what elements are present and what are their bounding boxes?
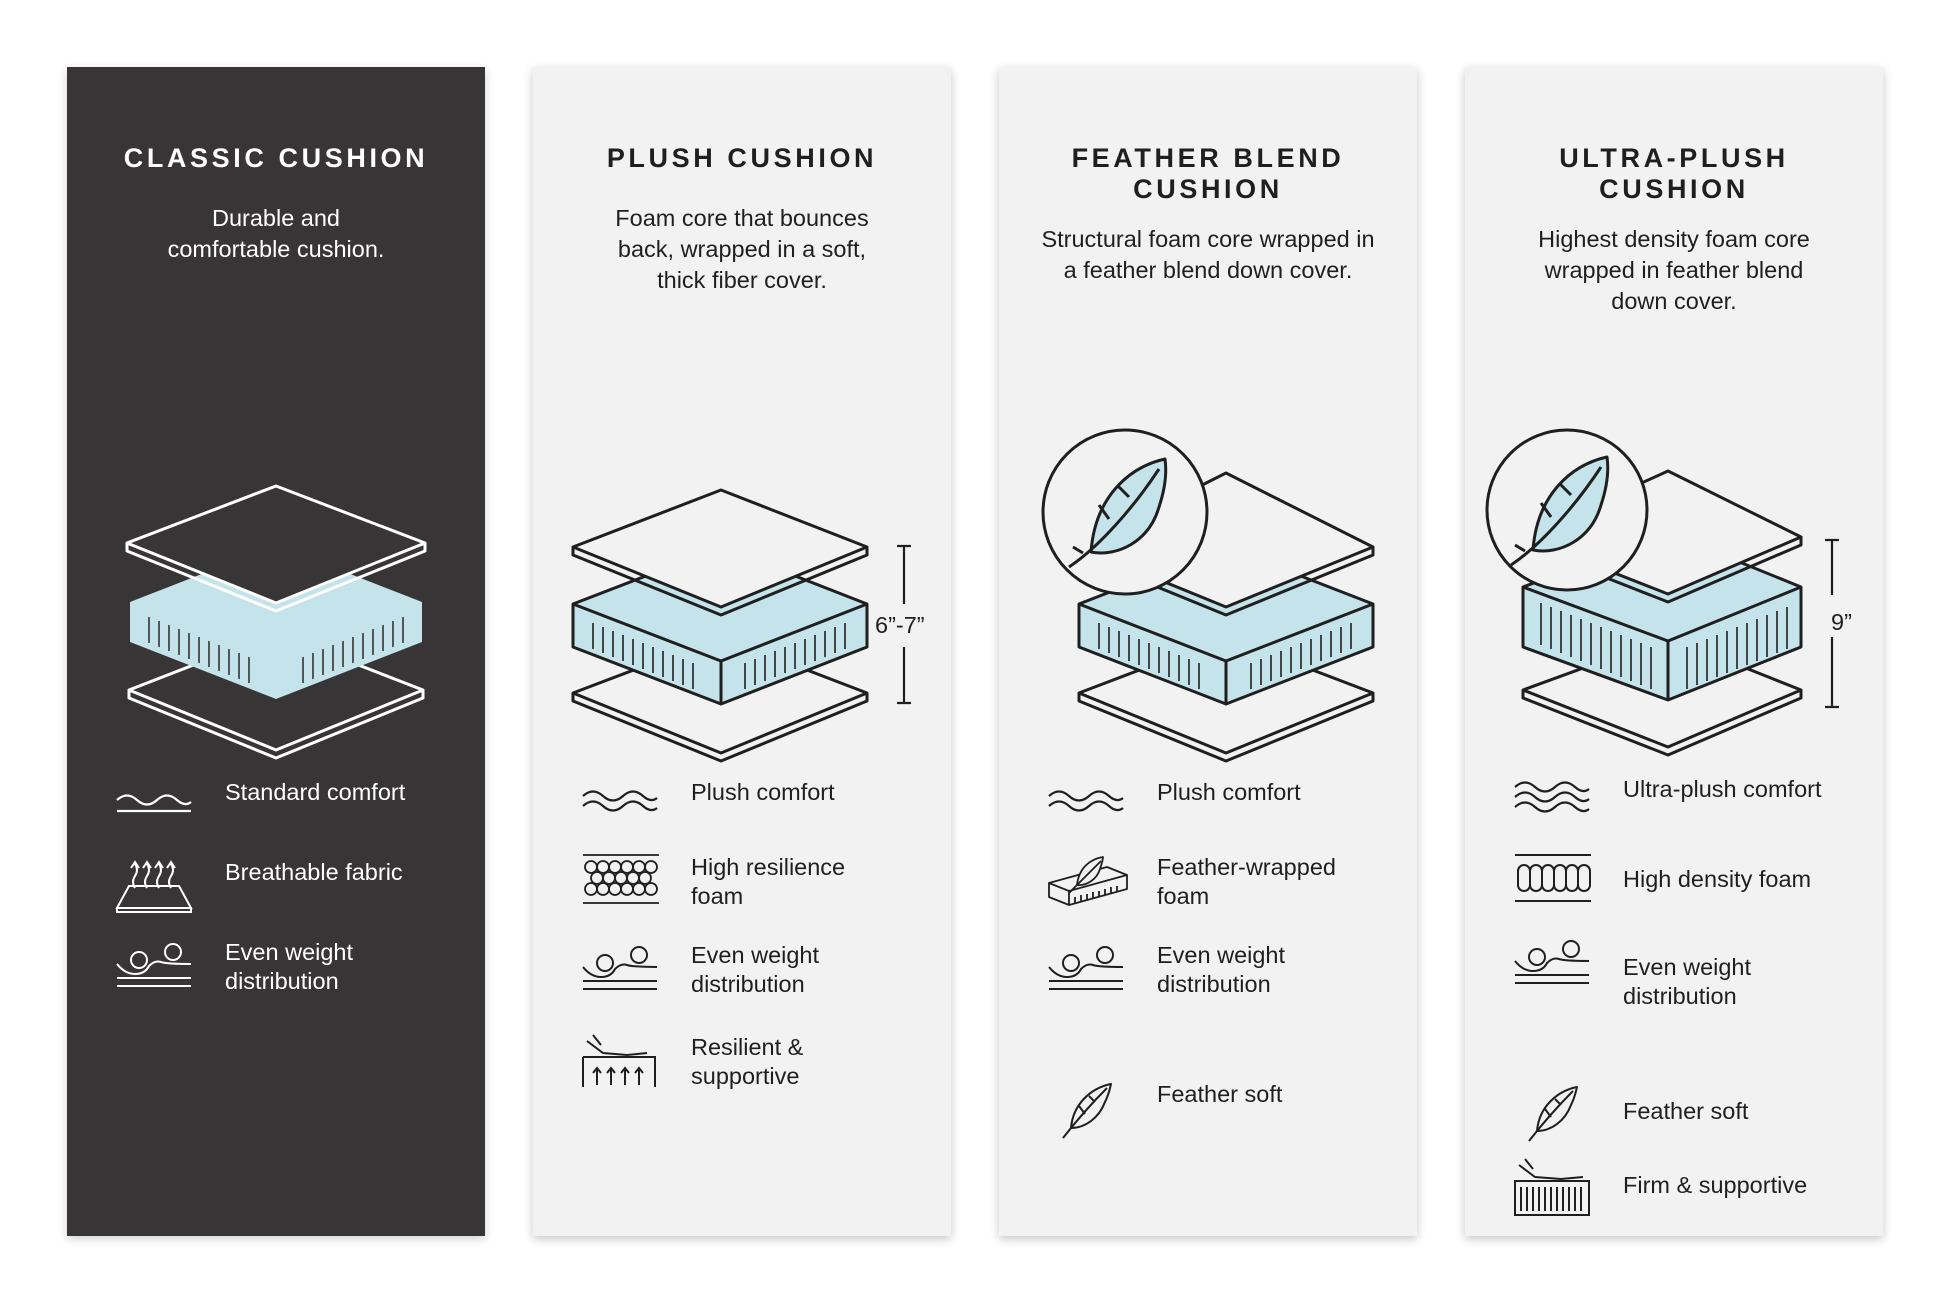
feather-badge-icon (1485, 428, 1649, 592)
card-title: FEATHER BLEND CUSHION (1071, 143, 1345, 204)
waves-icon (1514, 781, 1590, 813)
feature-item: Even weight distribution (115, 938, 485, 1002)
weight-distribution-icon (1514, 940, 1590, 984)
feature-label: Resilient & supportive (691, 1034, 804, 1089)
card-title: PLUSH CUSHION (606, 143, 878, 173)
feature-label: Even weight distribution (1157, 942, 1286, 997)
feather-icon (1528, 1086, 1578, 1142)
feather-icon (1062, 1083, 1112, 1139)
height-dimension-marker (897, 544, 911, 705)
feather-badge-icon (1041, 428, 1209, 596)
feature-item: Plush comfort (1047, 778, 1417, 842)
card-title: ULTRA-PLUSH CUSHION (1559, 143, 1789, 204)
card-description: Highest density foam core wrapped in fea… (1538, 226, 1810, 314)
high-density-foam-icon (1515, 854, 1591, 902)
resilient-support-icon (582, 1034, 656, 1087)
height-dimension-marker (1825, 538, 1839, 709)
weight-distribution-icon (1048, 946, 1124, 990)
feature-label: High density foam (1623, 866, 1812, 892)
feature-label: High resilience foam (691, 854, 846, 909)
top-cover-layer (571, 488, 869, 617)
feature-label: Breathable fabric (225, 859, 403, 885)
weight-distribution-icon (116, 943, 192, 987)
feature-label: Firm & supportive (1623, 1172, 1808, 1198)
feature-item: Even weight distribution (1047, 941, 1417, 1005)
height-label: 6”-7” (875, 612, 925, 638)
feature-label: Standard comfort (225, 779, 406, 805)
feature-item: High density foam (1513, 853, 1883, 917)
feature-item: Feather soft (1513, 1083, 1883, 1147)
card-description: Durable and comfortable cushion. (167, 205, 385, 262)
card-description: Structural foam core wrapped in a feathe… (1041, 226, 1375, 283)
feature-item: Feather-wrapped foam (1047, 853, 1417, 917)
feature-item: High resilience foam (581, 853, 951, 917)
feature-label: Plush comfort (1157, 779, 1301, 805)
cushion-layers-illustration (125, 484, 427, 760)
height-label: 9” (1831, 609, 1852, 635)
feature-label: Ultra-plush comfort (1623, 776, 1822, 802)
foam-core-layer (130, 545, 422, 699)
feature-item: Breathable fabric (115, 858, 485, 922)
feature-label: Feather soft (1157, 1081, 1283, 1107)
feature-label: Even weight distribution (691, 942, 820, 997)
card-ultra-plush-cushion: ULTRA-PLUSH CUSHION Highest density foam… (1465, 67, 1883, 1236)
card-title: CLASSIC CUSHION (123, 143, 429, 173)
waves-icon (1048, 790, 1124, 812)
card-description: Foam core that bounces back, wrapped in … (615, 205, 869, 293)
feature-item: Feather soft (1047, 1080, 1417, 1144)
waves-icon (582, 790, 658, 812)
feature-label: Even weight distribution (1623, 954, 1752, 1009)
card-feather-blend-cushion: FEATHER BLEND CUSHION Structural foam co… (999, 67, 1417, 1236)
feature-label: Plush comfort (691, 779, 835, 805)
cushion-layers-illustration (571, 488, 911, 763)
cushion-layers-illustration (1041, 428, 1375, 763)
cushion-layers-illustration (1485, 428, 1839, 757)
weight-distribution-icon (582, 946, 658, 990)
feature-item: Even weight distribution (1513, 935, 1883, 1009)
feature-label: Feather-wrapped foam (1157, 854, 1336, 909)
feature-label: Even weight distribution (225, 939, 354, 994)
card-classic-cushion: CLASSIC CUSHION Durable and comfortable … (67, 67, 485, 1236)
top-cover-layer (125, 484, 427, 613)
feature-item: Firm & supportive (1513, 1158, 1883, 1223)
breathable-fabric-icon (115, 860, 193, 913)
feature-item: Resilient & supportive (581, 1033, 951, 1097)
feature-label: Feather soft (1623, 1098, 1749, 1124)
feather-wrapped-foam-icon (1048, 856, 1128, 906)
feature-item: Plush comfort (581, 778, 951, 842)
feature-item: Even weight distribution (581, 941, 951, 1005)
waves-icon (116, 794, 192, 813)
feature-item: Ultra-plush comfort (1513, 775, 1883, 839)
feature-item: Standard comfort (115, 778, 485, 842)
card-plush-cushion: PLUSH CUSHION Foam core that bounces bac… (533, 67, 951, 1236)
honeycomb-foam-icon (583, 854, 659, 904)
firm-support-icon (1514, 1158, 1590, 1216)
